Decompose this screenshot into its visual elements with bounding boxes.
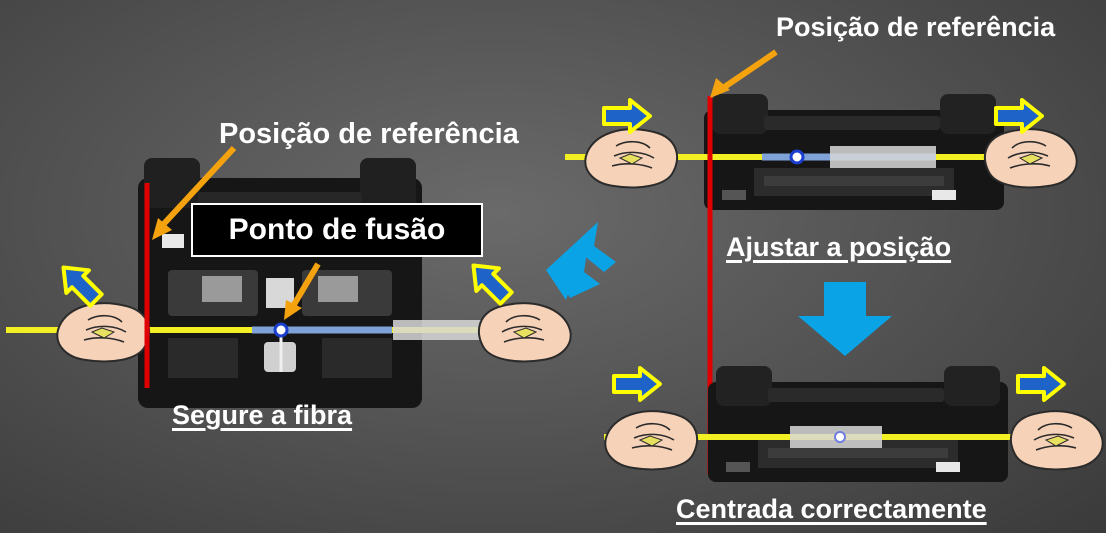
hand-left-icon <box>604 410 699 471</box>
move-right-arrow-icon <box>602 98 652 134</box>
flow-arrow-down-icon <box>798 282 892 356</box>
reference-position-label-top: Posição de referência <box>776 12 1056 42</box>
fusion-splicer-bottom-right <box>708 366 1008 482</box>
fusion-point-callout: Ponto de fusão <box>191 203 483 257</box>
move-right-arrow-icon <box>612 366 662 402</box>
hand-right-icon <box>1009 410 1104 471</box>
pull-right-arrow-icon <box>462 254 517 309</box>
pointer-arrow-fusion <box>289 262 321 310</box>
move-right-arrow-icon <box>1016 366 1066 402</box>
pointer-arrow-reference-right <box>718 49 778 93</box>
adjust-position-caption: Ajustar a posição <box>726 232 952 262</box>
pointer-arrow-reference-left <box>157 145 237 231</box>
hand-right-icon <box>477 302 572 363</box>
reference-position-label-left: Posição de referência <box>219 118 519 150</box>
fusion-point-label: Ponto de fusão <box>228 213 446 246</box>
hand-left-icon <box>56 302 151 363</box>
fusion-point-marker <box>273 322 289 338</box>
hand-right-icon <box>983 128 1078 189</box>
centered-correctly-caption: Centrada correctamente <box>676 494 987 524</box>
hold-fiber-caption: Segure a fibra <box>172 400 353 430</box>
hand-left-icon <box>584 128 679 189</box>
